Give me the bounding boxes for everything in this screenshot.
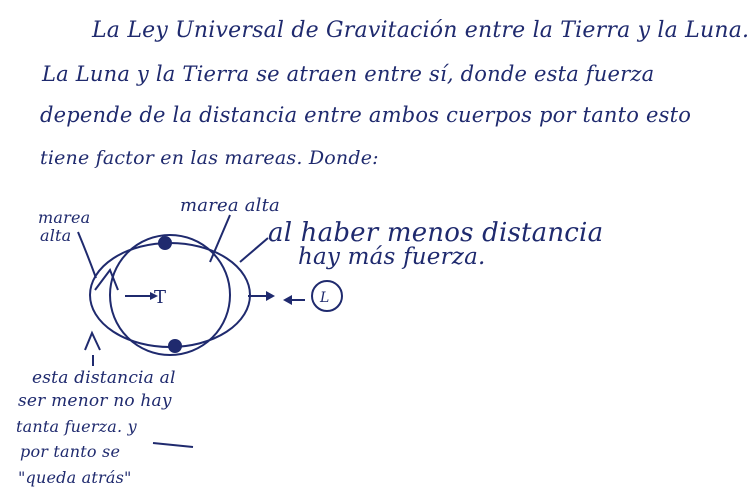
top-high-tide-dot <box>158 236 172 250</box>
pointer-marea-alta-top <box>209 214 231 263</box>
note-line-5: "queda atrás" <box>18 468 132 487</box>
scribble-mark <box>152 442 194 448</box>
bottom-left-marker <box>84 330 101 351</box>
earth-circle <box>109 234 231 356</box>
label-marea-left-line-2: alta <box>40 226 72 245</box>
paragraph-line-3: tiene factor en las mareas. Donde: <box>40 147 379 169</box>
tidal-bulge-ellipse <box>89 242 251 348</box>
note-line-2: ser menor no hay <box>18 391 172 411</box>
label-marea-left-line-1: marea <box>38 208 91 227</box>
note-line-1: esta distancia al <box>32 368 176 388</box>
moon-circle <box>311 280 343 312</box>
bottom-dot <box>168 339 182 353</box>
paragraph-line-2: depende de la distancia entre ambos cuer… <box>40 103 692 127</box>
page-title: La Ley Universal de Gravitación entre la… <box>92 18 750 43</box>
earth-right-arrowhead <box>266 291 275 301</box>
pointer-marea-alta-left <box>77 231 97 279</box>
earth-label: T <box>154 287 167 308</box>
moon-label: L <box>320 290 330 306</box>
note-line-3: tanta fuerza. y <box>16 417 137 436</box>
label-menos-distancia: al haber menos distancia <box>268 218 604 248</box>
left-bulge-marker <box>94 267 119 291</box>
earth-inner-arrowhead <box>150 292 158 300</box>
paragraph-line-1: La Luna y la Tierra se atraen entre sí, … <box>42 62 655 86</box>
moon-arrowhead <box>283 295 292 305</box>
note-line-4: por tanto se <box>20 442 121 461</box>
label-marea-alta-top: marea alta <box>180 195 280 216</box>
label-mas-fuerza: hay más fuerza. <box>298 244 486 270</box>
pointer-menos-distancia <box>239 237 269 263</box>
